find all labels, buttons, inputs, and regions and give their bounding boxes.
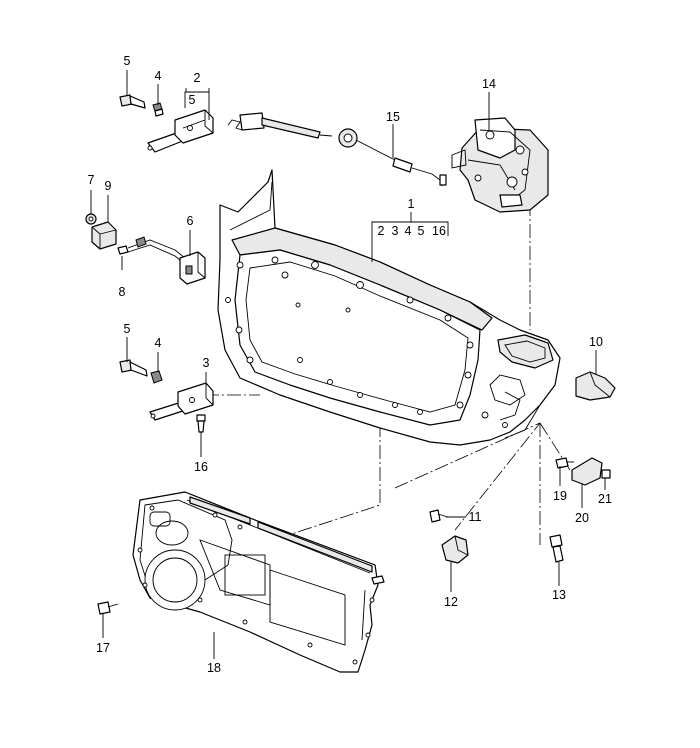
callout-19: 19 <box>553 489 567 503</box>
upper-hinge-group <box>119 94 214 153</box>
callout-3: 3 <box>203 356 210 370</box>
callout-20: 20 <box>575 511 589 525</box>
callout-2-sub: 5 <box>189 93 196 107</box>
callout-1-sub-16: 16 <box>432 224 446 238</box>
callout-17: 17 <box>96 641 110 655</box>
callout-1-sub-2: 2 <box>378 224 385 238</box>
door-shell <box>217 169 561 446</box>
callout-13: 13 <box>552 588 566 602</box>
check-strap-group <box>85 213 206 285</box>
callout-8: 8 <box>119 285 126 299</box>
callout-2: 2 <box>194 71 201 85</box>
callout-15: 15 <box>386 110 400 124</box>
callout-7: 7 <box>88 173 95 187</box>
leader-lines <box>90 70 606 659</box>
screw-17 <box>97 601 119 615</box>
callout-10: 10 <box>589 335 603 349</box>
door-lock <box>451 117 549 213</box>
callout-9: 9 <box>105 179 112 193</box>
handle-cover <box>575 371 616 401</box>
door-trim-panel <box>132 491 385 673</box>
callout-12: 12 <box>444 595 458 609</box>
callout-21: 21 <box>598 492 612 506</box>
bolt-13 <box>549 534 564 563</box>
callout-1-sub-5: 5 <box>418 224 425 238</box>
lower-hinge-group <box>119 359 214 433</box>
callout-6: 6 <box>187 214 194 228</box>
callout-4-lower: 4 <box>155 336 162 350</box>
grommet-group <box>429 509 469 564</box>
callout-11: 11 <box>469 510 482 524</box>
callout-14: 14 <box>482 77 496 91</box>
callout-1: 1 <box>408 197 415 211</box>
callout-5-upper: 5 <box>124 54 131 68</box>
lock-cable <box>227 112 447 187</box>
callout-18: 18 <box>207 661 221 675</box>
group-brackets <box>185 88 210 92</box>
callout-labels: 5 4 2 5 14 15 7 9 6 1 2 3 4 5 16 8 5 4 3… <box>88 54 612 675</box>
callout-5-lower: 5 <box>124 322 131 336</box>
callout-16: 16 <box>194 460 208 474</box>
callout-1-sub-3: 3 <box>392 224 399 238</box>
handle-bracket-group <box>555 457 611 486</box>
callout-1-sub-4: 4 <box>405 224 412 238</box>
callout-4-upper: 4 <box>155 69 162 83</box>
